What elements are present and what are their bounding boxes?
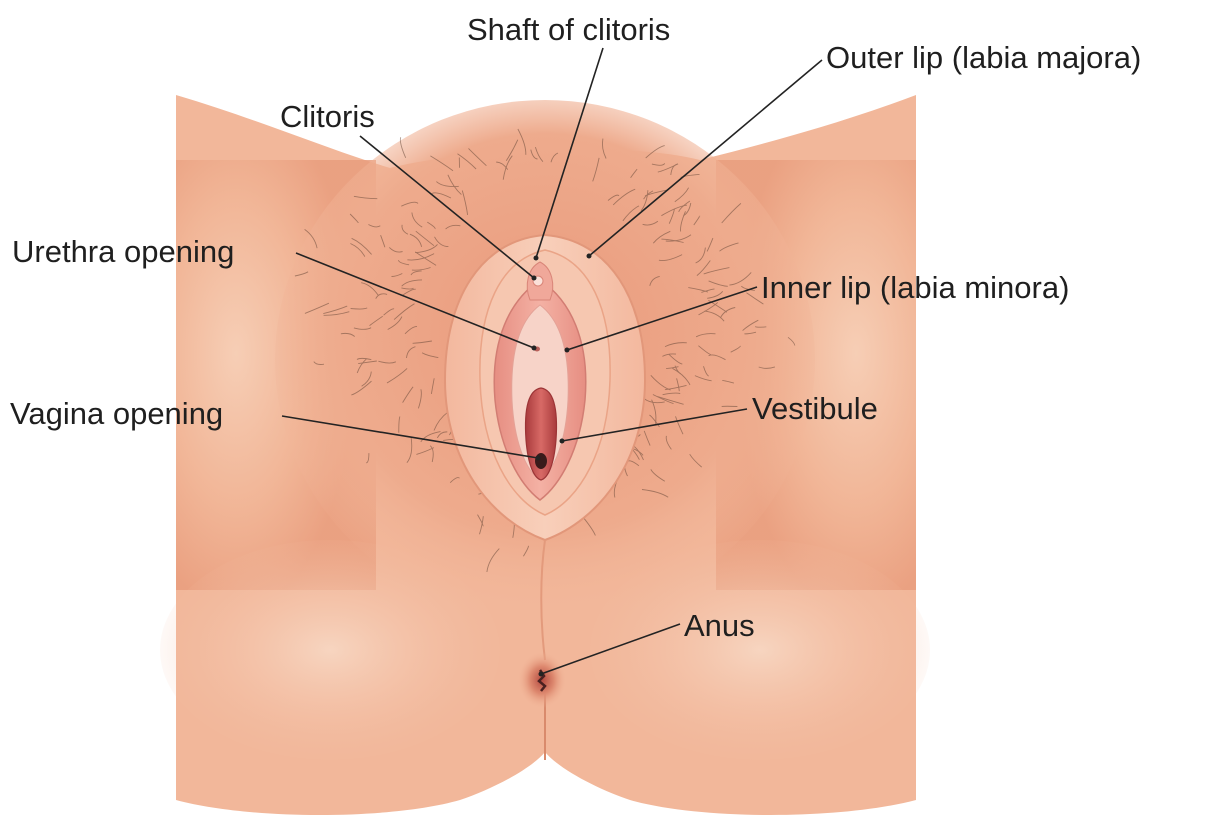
label-clitoris: Clitoris (280, 99, 375, 134)
label-vagina-opening: Vagina opening (10, 396, 223, 431)
leader-dot-vestibule (560, 439, 565, 444)
leader-dot-shaft (534, 256, 539, 261)
label-outer-lip: Outer lip (labia majora) (826, 40, 1141, 75)
vagina-opening-dark (535, 453, 547, 469)
leader-dot-urethra (532, 346, 537, 351)
leader-dot-outer-lip (587, 254, 592, 259)
label-urethra-opening: Urethra opening (12, 234, 234, 269)
leader-dot-vagina (536, 456, 541, 461)
label-anus: Anus (684, 608, 755, 643)
anus-area (518, 652, 566, 708)
label-shaft-of-clitoris: Shaft of clitoris (467, 12, 670, 47)
leader-dot-clitoris (532, 276, 537, 281)
leader-dot-inner-lip (565, 348, 570, 353)
label-vestibule: Vestibule (752, 391, 878, 426)
label-inner-lip: Inner lip (labia minora) (761, 270, 1069, 305)
leader-dot-anus (539, 672, 544, 677)
